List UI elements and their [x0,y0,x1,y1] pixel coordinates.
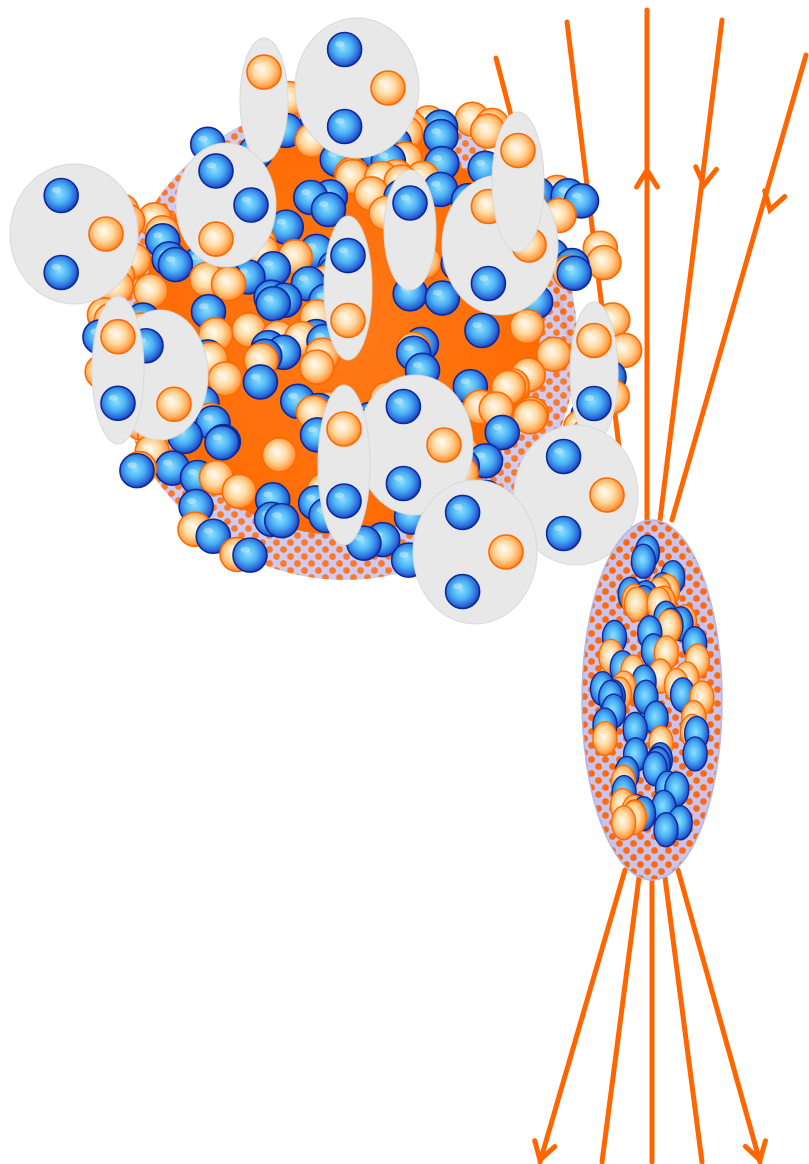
proton-icon [593,722,617,756]
proton-icon [510,310,544,344]
neutron-icon [471,267,505,301]
neutron-icon [243,365,277,399]
proton-icon [590,478,624,512]
cluster-6 [492,112,544,252]
proton-icon [262,438,296,472]
proton-icon [327,412,361,446]
cluster-7 [384,170,436,290]
proton-icon [489,535,523,569]
neutron-icon [233,538,267,572]
proton-icon [331,303,365,337]
neutron-icon [577,387,611,421]
neutron-icon [265,504,299,538]
neutron-icon [328,33,362,67]
neutron-icon [393,186,427,220]
neutron-icon [199,154,233,188]
cluster-13 [318,385,370,545]
field-line-lower-4 [664,870,702,1162]
cluster-3 [240,38,288,162]
proton-icon [157,387,191,421]
proton-icon [101,320,135,354]
field-line-upper-5 [672,55,806,520]
compressed-nucleus [582,520,722,880]
neutron-icon [205,426,239,460]
proton-icon [587,246,621,280]
neutron-icon [234,188,268,222]
field-line-upper-4 [660,20,722,520]
proton-icon [199,222,233,256]
neutron-icon [158,248,192,282]
neutron-icon [557,256,591,290]
neutron-icon [465,314,499,348]
neutron-icon [547,440,581,474]
neutron-icon [327,484,361,518]
neutron-icon [547,517,581,551]
proton-icon [212,267,246,301]
neutron-icon [328,110,362,144]
proton-icon [624,587,648,621]
cluster-15 [413,480,537,624]
neutron-icon [654,813,678,847]
neutron-icon [683,737,707,771]
neutron-icon [446,495,480,529]
field-line-lower-2 [602,870,640,1162]
neutron-icon [120,454,154,488]
cluster-10 [92,296,144,444]
arrow-up-icon [765,191,785,210]
neutron-icon [386,467,420,501]
proton-icon [89,217,123,251]
arrow-up-icon [696,167,717,185]
large-nucleus [10,18,642,624]
neutron-icon [331,239,365,273]
cluster-11 [570,302,618,442]
neutron-icon [44,179,78,213]
proton-icon [371,71,405,105]
field-line-lower-1 [540,870,625,1162]
field-line-lower-5 [678,870,760,1162]
neutron-icon [631,544,655,578]
neutron-icon [44,256,78,290]
proton-icon [577,324,611,358]
neutron-icon [446,575,480,609]
cluster-8 [324,216,372,360]
proton-icon [247,55,281,89]
proton-icon [222,474,256,508]
cluster-1 [10,164,138,304]
proton-icon [300,350,334,384]
cluster-2 [295,18,419,158]
cluster-4 [176,143,276,267]
proton-icon [612,806,636,840]
proton-icon [501,134,535,168]
neutron-icon [386,390,420,424]
neutron-icon [101,386,135,420]
neutron-icon [256,287,290,321]
proton-icon [427,428,461,462]
